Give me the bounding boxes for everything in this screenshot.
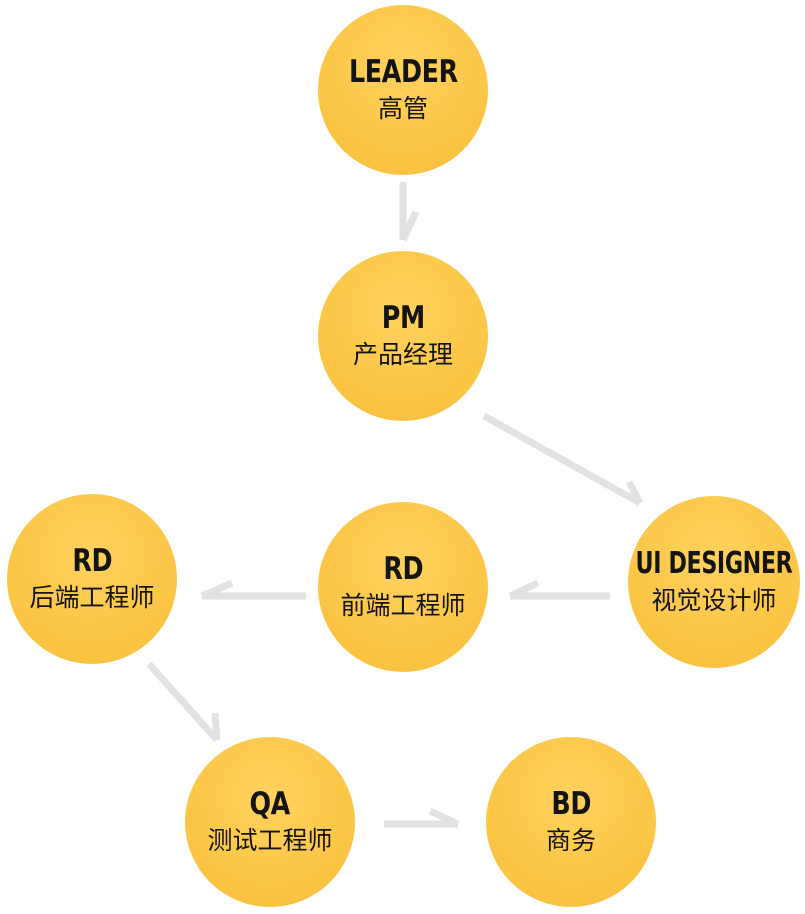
- node-rd-backend: RD 后端工程师: [7, 494, 177, 664]
- node-bd: BD 商务: [486, 737, 656, 907]
- arrow-qa-to-bd: [384, 807, 460, 828]
- arrow-rd-back-to-qa: [146, 661, 221, 743]
- node-role-label: BD: [551, 785, 591, 822]
- node-role-label: UI DESIGNER: [635, 545, 793, 581]
- node-chinese-label: 高管: [377, 93, 428, 123]
- node-chinese-label: 视觉设计师: [651, 585, 777, 615]
- node-chinese-label: 产品经理: [352, 339, 453, 369]
- node-chinese-label: 后端工程师: [29, 582, 155, 612]
- node-chinese-label: 测试工程师: [207, 825, 333, 855]
- node-role-label: PM: [381, 299, 425, 336]
- node-role-label: RD: [383, 550, 423, 587]
- node-qa: QA 测试工程师: [185, 737, 355, 907]
- node-chinese-label: 商务: [545, 825, 596, 855]
- arrow-pm-to-ui: [482, 412, 644, 507]
- node-role-label: LEADER: [348, 53, 458, 90]
- node-pm: PM 产品经理: [318, 251, 488, 421]
- node-chinese-label: 前端工程师: [340, 590, 466, 620]
- node-rd-frontend: RD 前端工程师: [318, 502, 488, 672]
- node-role-label: QA: [249, 785, 291, 822]
- arrow-rd-front-to-rd-back: [200, 579, 306, 600]
- node-ui-designer: UI DESIGNER 视觉设计师: [628, 496, 800, 668]
- arrow-ui-to-rd-front: [508, 579, 610, 600]
- node-role-label: RD: [72, 542, 112, 579]
- arrow-leader-to-pm: [399, 182, 420, 242]
- node-leader: LEADER 高管: [318, 5, 488, 175]
